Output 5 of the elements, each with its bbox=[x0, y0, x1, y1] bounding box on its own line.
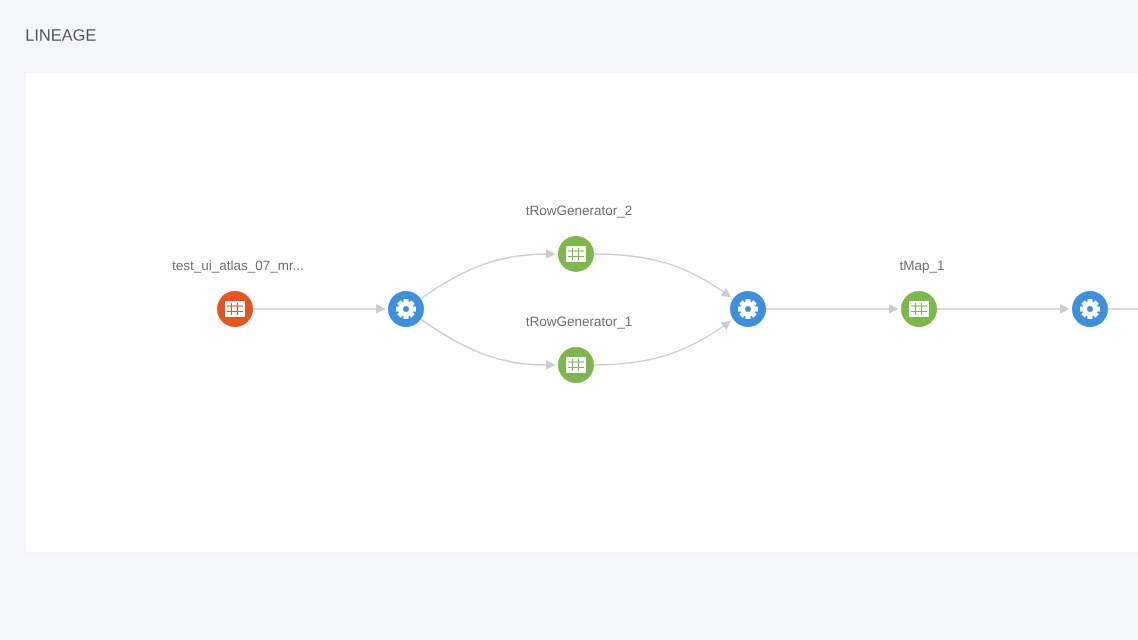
node-label: tRowGenerator_2 bbox=[526, 205, 632, 218]
node-label: test_ui_atlas_07_mr... bbox=[172, 260, 303, 273]
node-label: tMap_1 bbox=[899, 260, 944, 273]
node-label: tRowGenerator_1 bbox=[526, 316, 632, 329]
section-title: LINEAGE bbox=[26, 29, 96, 41]
